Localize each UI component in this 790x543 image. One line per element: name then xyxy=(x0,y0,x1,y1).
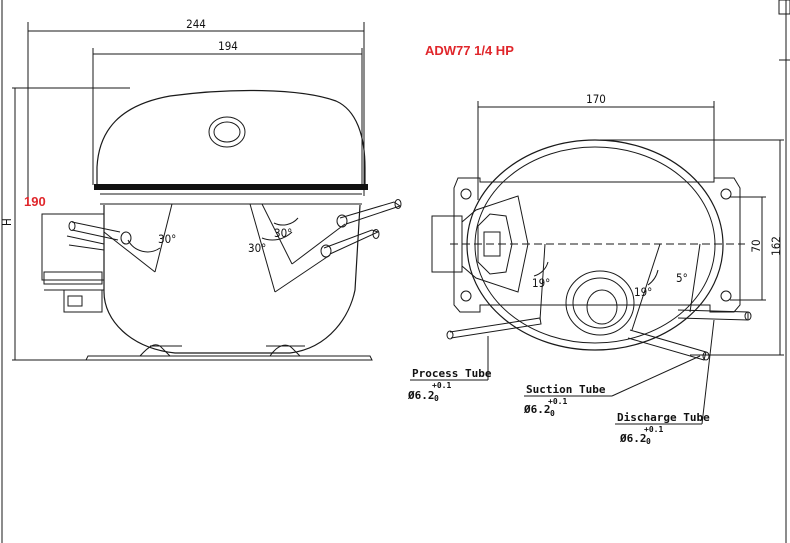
suction-tube-label: Suction Tube xyxy=(526,383,606,396)
dim-dome-width: 194 xyxy=(218,39,238,53)
angle-process-label: 19° xyxy=(532,276,550,290)
discharge-tube-tol-upper: +0.1 xyxy=(644,425,663,434)
discharge-tube-tol-lower: 0 xyxy=(646,437,651,446)
dim-height-letter: H xyxy=(0,218,14,226)
dim-height-162: 162 xyxy=(769,236,783,256)
dim-overall-width: 244 xyxy=(186,17,206,31)
process-tube-tol-lower: 0 xyxy=(434,394,439,403)
dim-width-170: 170 xyxy=(586,92,606,106)
angle-discharge-label: 5° xyxy=(676,271,688,285)
suction-tube-size: Ø6.2 xyxy=(523,403,551,416)
suction-tube-tol-lower: 0 xyxy=(550,409,555,418)
angle-suction-label: 19° xyxy=(634,285,652,299)
height-value: 190 xyxy=(24,194,46,209)
angle-left-label: 30° xyxy=(158,232,176,246)
discharge-tube-label: Discharge Tube xyxy=(617,411,710,424)
top-view xyxy=(410,101,784,425)
discharge-tube-size: Ø6.2 xyxy=(619,432,647,445)
model-title: ADW77 1/4 HP xyxy=(425,43,514,58)
dim-height-70: 70 xyxy=(749,239,763,252)
suction-tube-tol-upper: +0.1 xyxy=(548,397,567,406)
process-tube-tol-upper: +0.1 xyxy=(432,381,451,390)
process-tube-size: Ø6.2 xyxy=(407,389,435,402)
angle-right-label: 30° xyxy=(274,226,292,240)
angle-mid-label: 30° xyxy=(248,241,266,255)
side-view xyxy=(12,22,402,361)
process-tube-label: Process Tube xyxy=(412,367,492,380)
